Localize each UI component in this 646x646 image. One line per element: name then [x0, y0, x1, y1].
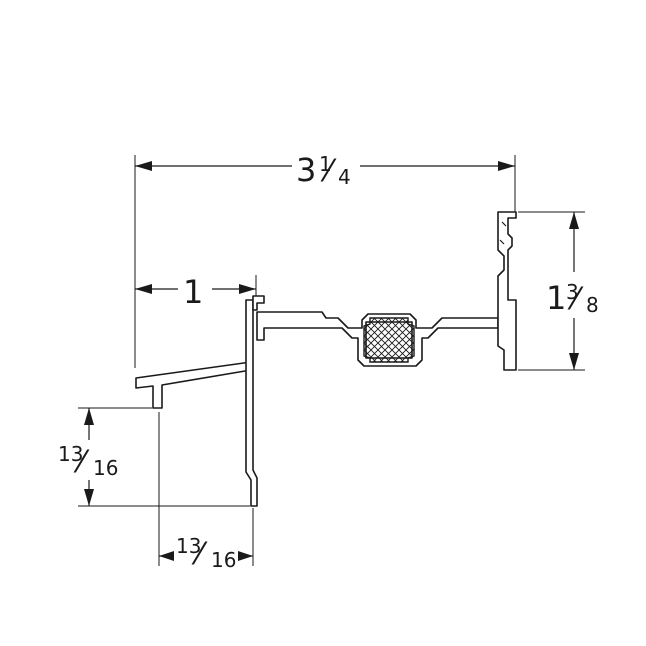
lip-height-label: 13 ⁄ 16 [58, 442, 118, 480]
arrowhead [238, 551, 253, 561]
overall-height-dimension: 1 3 ⁄ 8 [518, 211, 599, 371]
overall-width-dimension: 3 1 ⁄ 4 [134, 151, 516, 368]
arrowhead [569, 353, 579, 370]
arrowhead [569, 212, 579, 229]
step-wall [245, 299, 258, 507]
lip-flange [135, 361, 252, 409]
right-leg [497, 211, 517, 371]
arrowhead [135, 161, 152, 171]
lip-height-dimension: 13 ⁄ 16 [58, 407, 250, 507]
extrusion-profile [135, 211, 517, 507]
arrowhead [84, 408, 94, 425]
lip-width-label: 13 ⁄ 16 [176, 534, 236, 572]
arrowhead [239, 284, 256, 294]
lip-width-dimension: 13 ⁄ 16 [158, 412, 254, 572]
step-width-label: 1 [183, 273, 203, 311]
arrowhead [135, 284, 152, 294]
step-hook [252, 295, 265, 311]
arrowhead [84, 489, 94, 506]
overall-width-label: 3 1 ⁄ 4 [296, 151, 351, 189]
arrowhead [498, 161, 515, 171]
overall-height-label: 1 3 ⁄ 8 [546, 279, 599, 317]
step-width-dimension: 1 [135, 273, 257, 311]
arrowhead [159, 551, 174, 561]
right-leg-detail [499, 221, 507, 245]
gasket [363, 317, 415, 363]
